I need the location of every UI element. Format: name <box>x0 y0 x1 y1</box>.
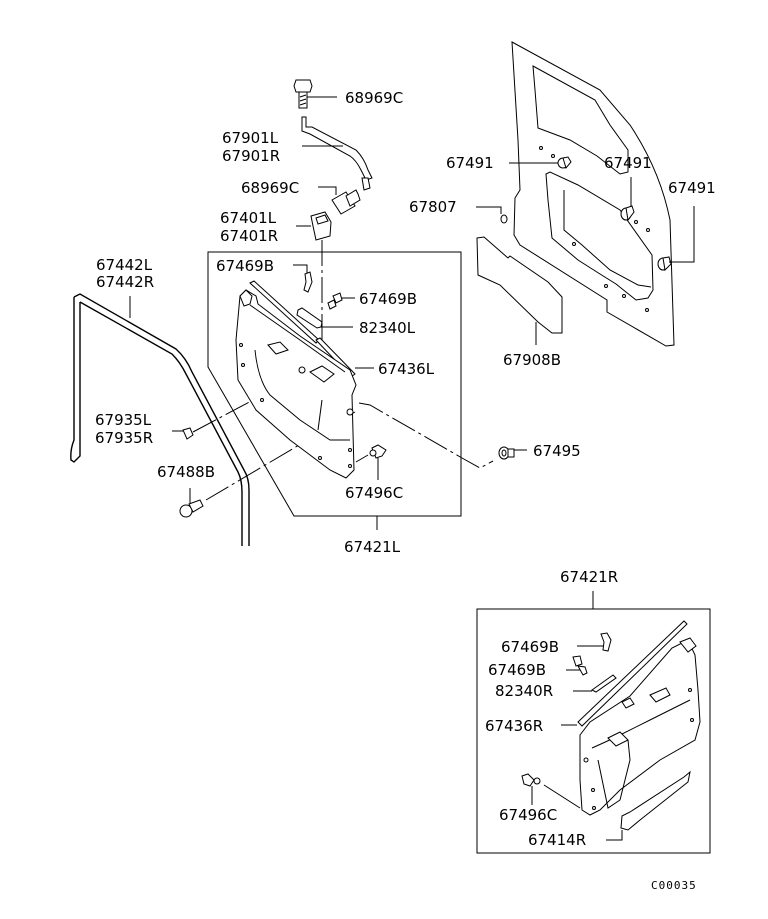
label-cap: 67807 <box>409 198 457 216</box>
label-clip-a-left: 67469B <box>216 257 274 275</box>
garnish-left-part <box>296 307 353 329</box>
clip-b-right-part <box>566 655 588 676</box>
label-pocket-right: 67414R <box>528 831 586 849</box>
stopper-part <box>172 374 301 440</box>
label-bolt-top: 68969C <box>345 89 403 107</box>
right-assembly-box <box>476 591 711 854</box>
screw-part <box>179 411 356 518</box>
clip-c-right-part <box>521 773 581 809</box>
door-trim-right-part <box>579 637 701 816</box>
inner-door-panel-part <box>511 41 675 347</box>
glass-run-part <box>70 293 250 546</box>
label-weatherstrip-right: 67436R <box>485 717 543 735</box>
label-stopper-r: 67935R <box>95 429 153 447</box>
label-garnish-left: 82340L <box>359 319 416 337</box>
door-check-strap-part <box>301 116 373 191</box>
label-clip-c-right: 67496C <box>499 806 557 824</box>
label-strap-r: 67901R <box>222 147 280 165</box>
label-holder-l: 67401L <box>220 209 277 227</box>
label-stopper-l: 67935L <box>95 411 152 429</box>
door-trim-left-part <box>235 289 357 479</box>
clip-a-left-part <box>293 264 313 293</box>
holder-part <box>310 211 332 241</box>
label-pad: 67908B <box>503 351 561 369</box>
plug-3-part <box>657 206 695 272</box>
label-bolt-mid: 68969C <box>241 179 299 197</box>
label-screw: 67488B <box>157 463 215 481</box>
label-weatherstrip-left: 67436L <box>378 360 435 378</box>
label-holder-r: 67401R <box>220 227 278 245</box>
label-plug-1: 67491 <box>446 154 494 172</box>
plug-1-part <box>509 156 572 170</box>
drawing-code: C00035 <box>651 879 697 892</box>
clip-b-left-part <box>327 292 355 310</box>
plug-2-part <box>620 177 635 222</box>
label-assy-left: 67421L <box>344 538 401 556</box>
label-clip-b-right: 67469B <box>488 661 546 679</box>
label-run-r: 67442R <box>96 273 154 291</box>
left-assembly-box <box>207 251 462 530</box>
label-clip-b-left: 67469B <box>359 290 417 308</box>
clip-c-left-part <box>355 444 387 480</box>
label-grommet: 67495 <box>533 442 581 460</box>
label-run-l: 67442L <box>96 256 153 274</box>
label-plug-2: 67491 <box>604 154 652 172</box>
door-pocket-right-part <box>606 770 691 841</box>
label-clip-c-left: 67496C <box>345 484 403 502</box>
bolt-top-part <box>293 79 337 109</box>
clip-a-right-part <box>577 632 612 652</box>
label-garnish-right: 82340R <box>495 682 553 700</box>
bolt-mid-part <box>318 186 361 215</box>
grommet-part <box>358 402 527 469</box>
pad-part <box>476 236 563 345</box>
weatherstrip-right-part <box>561 620 688 727</box>
garnish-right-part <box>573 674 617 693</box>
cap-part <box>476 206 508 224</box>
label-clip-a-right: 67469B <box>501 638 559 656</box>
label-plug-3: 67491 <box>668 179 716 197</box>
label-strap-l: 67901L <box>222 129 279 147</box>
label-assy-right: 67421R <box>560 568 618 586</box>
